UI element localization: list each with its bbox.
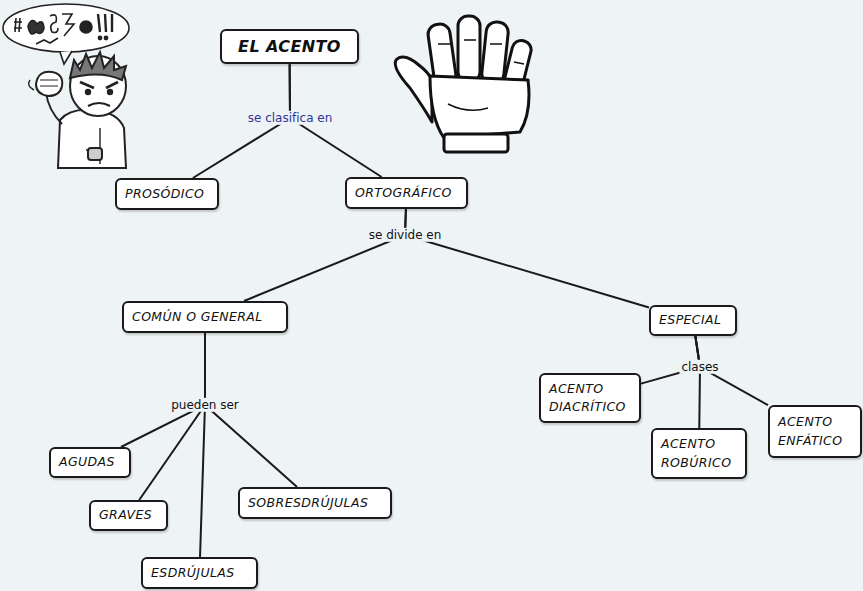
- concept-box: COMÚN O GENERAL: [122, 301, 288, 333]
- concept-box: ACENTO ROBÚRICO: [651, 428, 747, 479]
- concept-box: ORTOGRÁFICO: [345, 177, 468, 209]
- concept-text: EL ACENTO: [238, 35, 341, 58]
- bubble-outline: [3, 4, 129, 52]
- linking-phrase: se divide en: [367, 228, 444, 242]
- concept-text: PROSÓDICO: [125, 185, 204, 203]
- concept-box: GRAVES: [89, 500, 168, 531]
- grawlix-scribble: [98, 36, 101, 39]
- man-body: [58, 110, 126, 168]
- concept-text: AGUDAS: [59, 453, 115, 471]
- concept-text: COMÚN O GENERAL: [132, 308, 263, 326]
- concept-box: ESDRÚJULAS: [141, 557, 258, 589]
- grawlix-scribble: [104, 36, 107, 39]
- motion-line: [29, 80, 34, 90]
- grawlix-scribble: [28, 20, 44, 34]
- concept-text: ACENTO ROBÚRICO: [661, 435, 737, 471]
- linking-phrase: clases: [679, 360, 720, 374]
- palm: [430, 76, 529, 138]
- concept-box: ESPECIAL: [649, 305, 737, 336]
- root-concept-box: EL ACENTO: [220, 29, 359, 64]
- man-eye: [86, 90, 90, 94]
- fist-fingers: [40, 80, 58, 86]
- connector-line: [244, 209, 406, 301]
- speech-bubble: [3, 4, 129, 64]
- man-mouth: [88, 103, 110, 106]
- man-hair: [70, 52, 126, 80]
- concept-box: ACENTO ENFÁTICO: [768, 405, 862, 458]
- concept-text: ACENTO DIACRÍTICO: [549, 380, 631, 416]
- concept-text: ESDRÚJULAS: [151, 564, 235, 582]
- wristwatch: [88, 148, 102, 160]
- concept-box: AGUDAS: [49, 447, 131, 478]
- concept-text: ACENTO ENFÁTICO: [778, 413, 852, 449]
- grawlix-scribble: [36, 38, 58, 44]
- thumb: [395, 57, 432, 122]
- concept-text: GRAVES: [99, 506, 152, 524]
- man-eye: [108, 90, 112, 94]
- bubble-tail: [60, 51, 72, 64]
- concept-box: PROSÓDICO: [115, 178, 219, 210]
- grawlix-scribble: [50, 15, 58, 33]
- concept-text: ORTOGRÁFICO: [355, 184, 452, 202]
- angry-brows: [80, 82, 118, 88]
- raised-hand: [395, 16, 533, 152]
- man-fist: [36, 72, 62, 96]
- concept-box: ACENTO DIACRÍTICO: [539, 373, 641, 423]
- connector-line: [405, 209, 649, 307]
- grawlix-scribble: [14, 18, 22, 32]
- concept-text: ESPECIAL: [659, 311, 721, 329]
- palm-line: [448, 104, 488, 110]
- concept-box: SOBRESDRÚJULAS: [238, 487, 392, 519]
- finger: [458, 16, 480, 82]
- concept-text: SOBRESDRÚJULAS: [248, 494, 368, 512]
- connector-line: [121, 333, 205, 447]
- grawlix-scribble: [62, 14, 74, 36]
- finger-crease: [438, 40, 524, 64]
- linking-phrase: pueden ser: [169, 398, 241, 412]
- cuff: [444, 134, 508, 152]
- grawlix-scribble: [98, 14, 112, 32]
- angry-man: [29, 52, 126, 168]
- linking-phrase: se clasifica en: [246, 111, 335, 125]
- connector-line: [139, 333, 205, 500]
- grawlix-scribble: [80, 21, 92, 33]
